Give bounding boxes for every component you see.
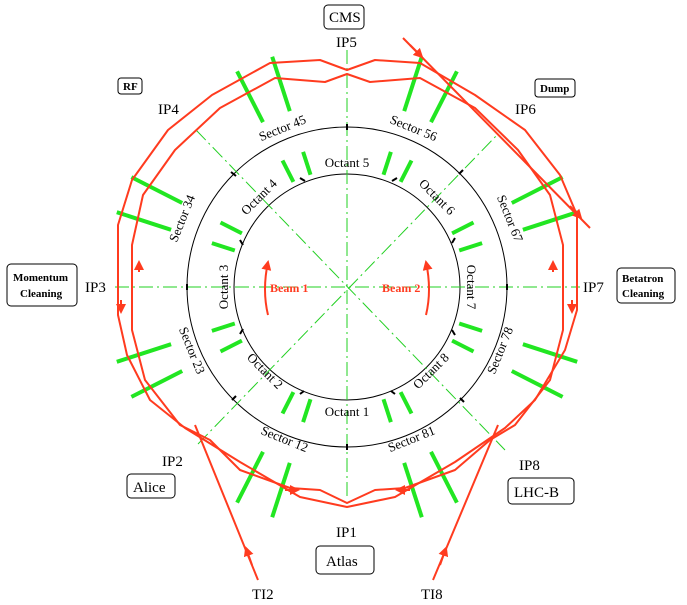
arrow-ti8 xyxy=(438,546,449,566)
inner-magnet-bar xyxy=(398,391,414,415)
inner-magnet-bar xyxy=(451,220,475,236)
outer-magnet-bar xyxy=(402,56,424,112)
ip6-label: IP6 xyxy=(515,102,536,118)
axis-ip2-ip6 xyxy=(197,133,499,445)
outer-magnet-bar xyxy=(235,450,265,504)
octant-1-label: Octant 1 xyxy=(325,404,369,419)
atlas-label: Atlas xyxy=(326,554,358,570)
beam1-label: Beam 1 xyxy=(270,281,308,295)
lhcb-label: LHC-B xyxy=(514,485,559,501)
sector-45-label: Sector 45 xyxy=(257,112,308,144)
momentum-label-1: Momentum xyxy=(13,272,68,284)
dump-label: Dump xyxy=(540,83,569,95)
outer-magnet-bar xyxy=(402,462,424,518)
momentum-label-2: Cleaning xyxy=(20,288,63,300)
beam2-arc xyxy=(422,260,433,316)
inner-magnet-bar xyxy=(280,159,296,183)
outer-magnet-bar xyxy=(116,210,172,232)
cms-box: CMS xyxy=(323,4,365,30)
beam2-label: Beam 2 xyxy=(382,281,420,295)
dump-line xyxy=(402,37,591,229)
octant-8-label: Octant 8 xyxy=(410,350,452,392)
inner-magnet-bar xyxy=(451,338,475,354)
dump-box: Dump xyxy=(534,78,576,98)
sector-34-label: Sector 34 xyxy=(166,192,199,244)
beam-pipe-outer xyxy=(117,59,578,508)
magnet-markers xyxy=(116,56,578,518)
outer-magnet-bar xyxy=(429,450,459,504)
cms-label: CMS xyxy=(329,10,361,26)
ip8-label: IP8 xyxy=(519,458,540,474)
octant-2-label: Octant 2 xyxy=(244,350,286,392)
outer-magnet-bar xyxy=(522,342,578,364)
rf-box: RF xyxy=(117,77,143,95)
ip3-label: IP3 xyxy=(85,280,106,296)
inner-magnet-bar xyxy=(211,241,236,253)
atlas-box: Atlas xyxy=(315,545,375,575)
inner-magnet-bar xyxy=(219,338,243,354)
beam-pipe-inner xyxy=(131,73,564,504)
rf-label: RF xyxy=(123,81,138,93)
alice-label: Alice xyxy=(133,480,166,496)
betatron-cleaning-box: Betatron Cleaning xyxy=(616,267,676,304)
octant-4-label: Octant 4 xyxy=(238,175,280,217)
inner-magnet-bar xyxy=(301,151,313,176)
octant-5-label: Octant 5 xyxy=(325,155,369,170)
momentum-cleaning-box: Momentum Cleaning xyxy=(6,263,78,307)
outer-magnet-bar xyxy=(510,369,564,399)
outer-magnet-bar xyxy=(270,56,292,112)
ip2-label: IP2 xyxy=(162,454,183,470)
ip4-label: IP4 xyxy=(158,102,179,118)
outer-magnet-bar xyxy=(522,210,578,232)
sector-12-label: Sector 12 xyxy=(259,423,310,455)
octant-3-label: Octant 3 xyxy=(216,265,231,309)
beam1-arc xyxy=(261,260,272,316)
inner-magnet-bar xyxy=(458,241,483,253)
outer-magnet-bar xyxy=(130,175,184,205)
betatron-label-2: Cleaning xyxy=(622,288,665,300)
inner-magnet-bar xyxy=(211,321,236,333)
arrow-dump-top xyxy=(409,44,424,59)
sector-81-label: Sector 81 xyxy=(386,423,437,455)
outer-magnet-bar xyxy=(510,175,564,205)
inner-magnet-bar xyxy=(381,151,393,176)
ti8-label: TI8 xyxy=(421,587,443,603)
ip1-label: IP1 xyxy=(336,525,357,541)
outer-magnet-bar xyxy=(130,369,184,399)
octant-7-label: Octant 7 xyxy=(464,265,479,310)
ti2-label: TI2 xyxy=(252,587,274,603)
axis-ip4-ip8 xyxy=(195,129,506,451)
ip7-label: IP7 xyxy=(583,280,604,296)
ring-ticks xyxy=(186,124,508,450)
ip5-label: IP5 xyxy=(336,35,357,51)
inner-magnet-bar xyxy=(458,321,483,333)
inner-magnet-bar xyxy=(219,220,243,236)
outer-magnet-bar xyxy=(270,462,292,518)
alice-box: Alice xyxy=(126,473,176,499)
outer-magnet-bar xyxy=(116,342,172,364)
inner-magnet-bar xyxy=(280,391,296,415)
lhcb-box: LHC-B xyxy=(507,477,575,505)
inner-magnet-bar xyxy=(301,398,313,423)
sector-78-label: Sector 78 xyxy=(484,325,516,376)
arrow-dump-bottom xyxy=(569,205,583,220)
sector-23-label: Sector 23 xyxy=(176,325,208,376)
inner-magnet-bar xyxy=(381,398,393,423)
arrow-ti2 xyxy=(243,546,254,566)
inner-magnet-bar xyxy=(398,159,414,183)
betatron-label-1: Betatron xyxy=(622,273,663,285)
outer-magnet-bar xyxy=(429,70,459,124)
beam-arrows xyxy=(116,44,583,566)
